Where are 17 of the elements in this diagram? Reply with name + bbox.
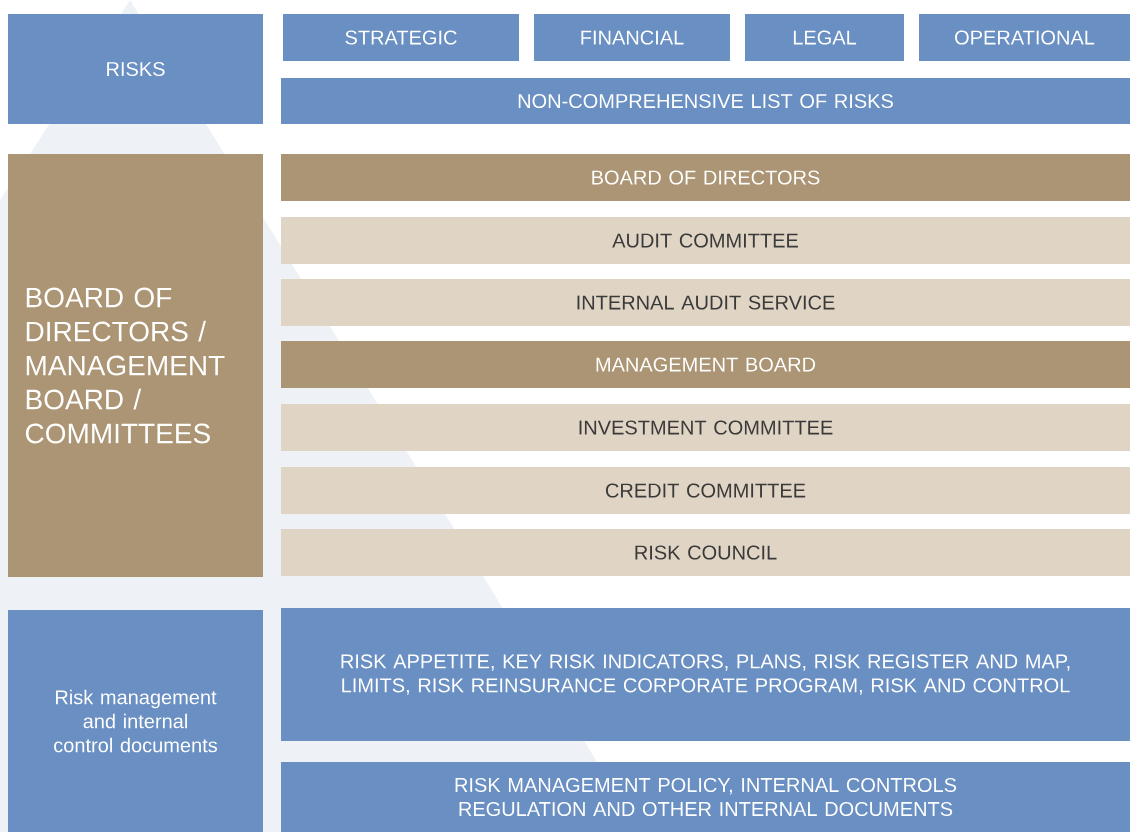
risk-type-box: LEGAL bbox=[745, 14, 904, 61]
category-box: BOARD OF DIRECTORS / MANAGEMENT BOARD / COMMITTEES bbox=[8, 154, 263, 577]
body-bar: INTERNAL AUDIT SERVICE bbox=[281, 279, 1130, 326]
body-bar: CREDIT COMMITTEE bbox=[281, 467, 1130, 514]
risk-type-box: OPERATIONAL bbox=[919, 14, 1130, 61]
risk-type-box: FINANCIAL bbox=[534, 14, 730, 61]
risk-type-box: STRATEGIC bbox=[283, 14, 519, 61]
body-bar: AUDIT COMMITTEE bbox=[281, 217, 1130, 264]
category-box: Risk management and internal control documents bbox=[8, 610, 263, 832]
body-bar: MANAGEMENT BOARD bbox=[281, 341, 1130, 388]
document-bar: RISK APPETITE, KEY RISK INDICATORS, PLANS, RISK REGISTER AND MAP, LIMITS, RISK REINSURANCE CORPORATE PROGRAM, RISK AND CONTROL bbox=[281, 608, 1130, 741]
document-bar: RISK MANAGEMENT POLICY, INTERNAL CONTROLS REGULATION AND OTHER INTERNAL DOCUMENTS bbox=[281, 762, 1130, 832]
category-box: RISKS bbox=[8, 14, 263, 124]
body-bar: RISK COUNCIL bbox=[281, 529, 1130, 576]
body-bar: BOARD OF DIRECTORS bbox=[281, 154, 1130, 201]
list-bar: NON-COMPREHENSIVE LIST OF RISKS bbox=[281, 78, 1130, 124]
body-bar: INVESTMENT COMMITTEE bbox=[281, 404, 1130, 451]
